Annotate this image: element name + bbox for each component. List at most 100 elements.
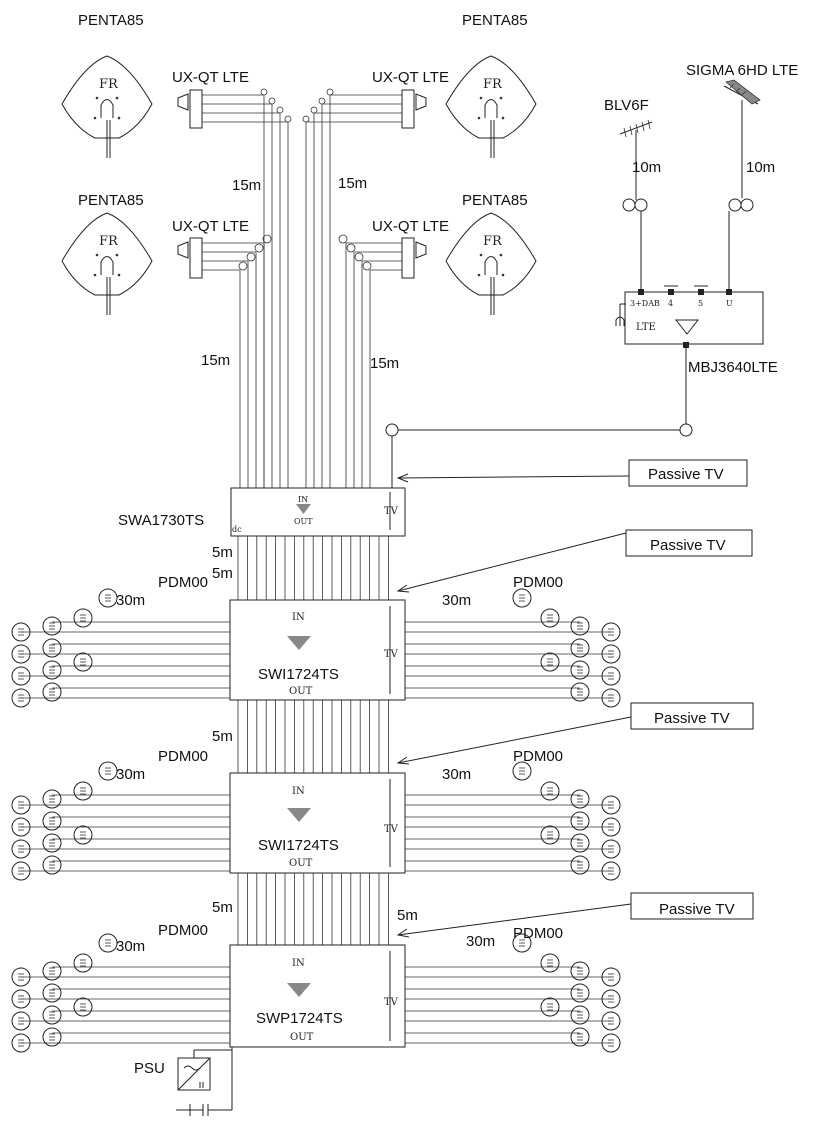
swp-out: OUT	[290, 1032, 314, 1043]
blv-label: BLV6F	[604, 97, 649, 114]
swa-tv: TV	[384, 506, 399, 517]
tap-2-L-1-a	[11, 817, 31, 837]
swi2-out: OUT	[289, 858, 313, 869]
amp-port-4: 4	[668, 299, 673, 308]
tap-3-R-0-c	[540, 953, 560, 973]
tap-2-R-0-b	[570, 789, 590, 809]
tap-2-L-0-c	[73, 781, 93, 801]
tap-3-L-2-c	[73, 997, 93, 1017]
cable-length-30m-l3: 30m	[116, 938, 145, 955]
tap-label-r2: PDM00	[513, 748, 563, 765]
tap-1-R-0-b	[570, 616, 590, 636]
lnb-label-top-left: UX-QT LTE	[172, 69, 249, 86]
callout-passive-tv-4: Passive TV	[396, 892, 754, 938]
cable-length-5m-b: 5m	[212, 565, 233, 582]
tap-3-L-3-b	[42, 1027, 62, 1047]
tap-3-R-2-b	[570, 1005, 590, 1025]
tap-2-R-0-a	[601, 795, 621, 815]
tap-3-R-2-c	[540, 997, 560, 1017]
tap-3-R-0-d	[512, 933, 532, 953]
tap-1-R-2-c	[540, 652, 560, 672]
swi2-in: IN	[292, 786, 305, 797]
swa-dc: dc	[232, 525, 242, 534]
cable-length-30m-r3: 30m	[466, 933, 495, 950]
lnb-label-bottom-left: UX-QT LTE	[172, 218, 249, 235]
amp-port-3dab: 3+DAB	[630, 299, 660, 308]
cable-length-30m-r1: 30m	[442, 592, 471, 609]
tap-3-L-0-a	[11, 967, 31, 987]
amp-port-u: U	[726, 299, 733, 308]
penta-letters-bl: FR	[99, 234, 119, 249]
tap-2-L-0-a	[11, 795, 31, 815]
tap-3-L-3-a	[11, 1033, 31, 1053]
callout-text-2: Passive TV	[650, 537, 726, 554]
tap-3-L-1-a	[11, 989, 31, 1009]
lnb-top-right	[401, 89, 427, 129]
lnb-bottom-right	[401, 237, 427, 279]
callout-passive-tv-2: Passive TV	[396, 529, 753, 593]
tap-2-L-3-a	[11, 861, 31, 881]
tap-1-L-2-b	[42, 660, 62, 680]
tap-2-R-3-a	[601, 861, 621, 881]
tap-2-L-3-b	[42, 855, 62, 875]
tap-2-R-3-b	[570, 855, 590, 875]
swi1-in: IN	[292, 612, 305, 623]
tap-1-R-0-d	[512, 588, 532, 608]
tap-2-R-0-d	[512, 761, 532, 781]
tap-3-R-0-b	[570, 961, 590, 981]
cable-length-15m-d: 15m	[370, 355, 399, 372]
cable-length-5m-c: 5m	[212, 728, 233, 745]
penta-label-bottom-left: PENTA85	[78, 192, 144, 209]
tap-1-L-2-a	[11, 666, 31, 686]
penta-letters-tl: FR	[99, 77, 119, 92]
trunk-cables	[202, 88, 402, 488]
penta-dish-bl: FR	[61, 212, 153, 315]
tap-1-L-0-d	[98, 588, 118, 608]
tap-3-L-2-b	[42, 1005, 62, 1025]
tap-3-R-2-a	[601, 1011, 621, 1031]
cable-length-5m-d: 5m	[212, 899, 233, 916]
tap-3-R-1-a	[601, 989, 621, 1009]
sigma-antenna	[723, 79, 761, 198]
tap-1-L-2-c	[73, 652, 93, 672]
amp-port-5: 5	[698, 299, 703, 308]
callout-text-1: Passive TV	[648, 466, 724, 483]
swi1-name: SWI1724TS	[258, 666, 339, 683]
callout-passive-tv-1: Passive TV	[396, 459, 748, 487]
callout-passive-tv-3: Passive TV	[396, 702, 754, 765]
cable-length-30m-l2: 30m	[116, 766, 145, 783]
tap-3-L-0-d	[98, 933, 118, 953]
terrestrial-cables	[622, 198, 754, 292]
lnb-label-bottom-right: UX-QT LTE	[372, 218, 449, 235]
tap-1-L-0-c	[73, 608, 93, 628]
tap-2-L-0-b	[42, 789, 62, 809]
lnb-top-left	[177, 89, 203, 129]
cable-length-5m-e: 5m	[397, 907, 418, 924]
tap-3-L-0-b	[42, 961, 62, 981]
penta-letters-br: FR	[483, 234, 503, 249]
amp-band-lte: LTE	[636, 322, 656, 333]
cable-length-30m-l1: 30m	[116, 592, 145, 609]
swi2-tv: TV	[384, 824, 399, 835]
swi1-tv: TV	[384, 649, 399, 660]
tap-1-R-1-b	[570, 638, 590, 658]
amp-output-cable	[385, 348, 693, 488]
cable-length-5m-a: 5m	[212, 544, 233, 561]
tap-1-R-3-a	[601, 688, 621, 708]
tap-3-R-3-a	[601, 1033, 621, 1053]
switch-swi1724ts-2	[229, 772, 406, 874]
inter-switch-cables	[231, 536, 389, 1060]
swa-in: IN	[298, 495, 308, 504]
cable-length-10m-sigma: 10m	[746, 159, 775, 176]
tap-label-l2: PDM00	[158, 748, 208, 765]
amplifier-name: MBJ3640LTE	[688, 359, 778, 376]
tap-label-r3: PDM00	[513, 925, 563, 942]
swa-out: OUT	[294, 517, 313, 526]
tap-label-r1: PDM00	[513, 574, 563, 591]
tap-1-L-3-a	[11, 688, 31, 708]
swp-in: IN	[292, 958, 305, 969]
tap-1-R-3-b	[570, 682, 590, 702]
tap-1-L-0-b	[42, 616, 62, 636]
tap-3-R-1-b	[570, 983, 590, 1003]
penta-label-bottom-right: PENTA85	[462, 192, 528, 209]
